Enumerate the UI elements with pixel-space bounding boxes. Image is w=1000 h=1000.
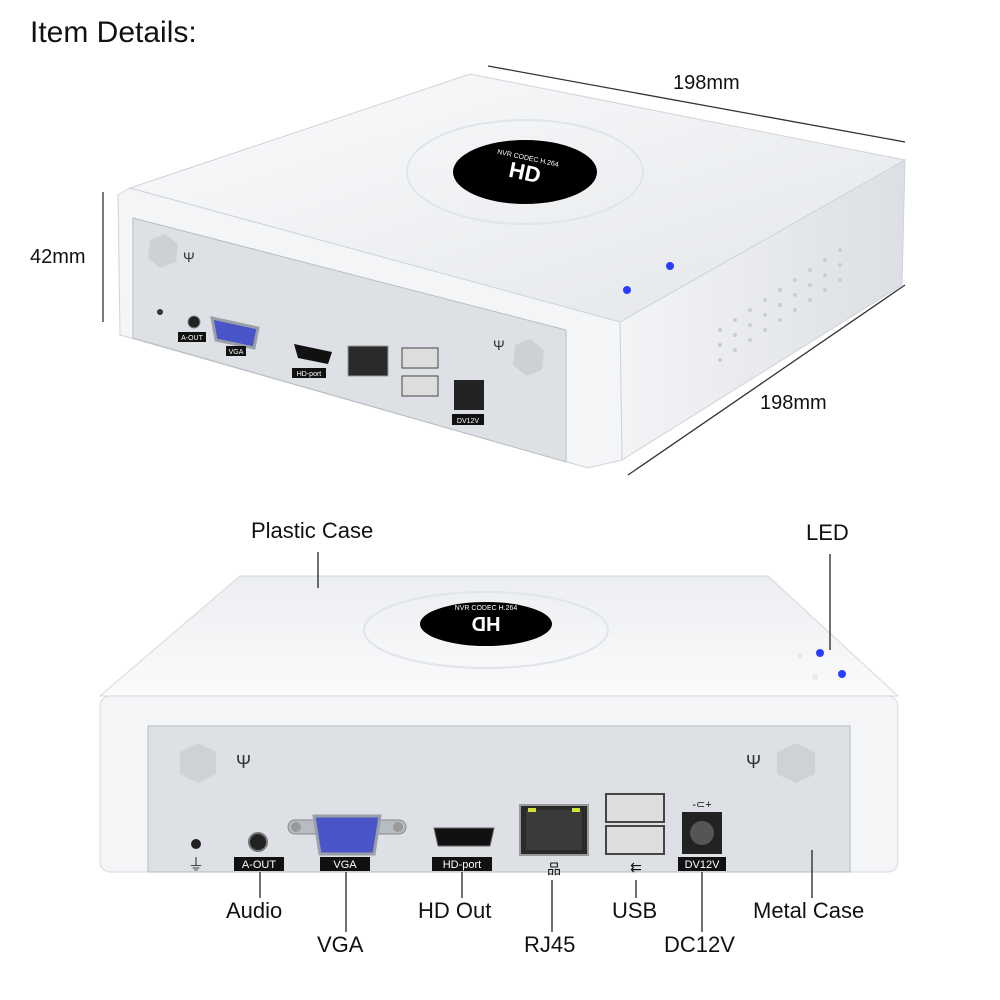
top-dc-label: DV12V bbox=[457, 418, 480, 425]
top-vga-label: VGA bbox=[229, 349, 244, 356]
bottom-device-logo bbox=[420, 602, 552, 646]
bottom-usb-port-1 bbox=[605, 793, 665, 823]
callout-hd-out: HD Out bbox=[418, 898, 492, 923]
callout-usb: USB bbox=[612, 898, 658, 923]
bottom-led-2 bbox=[838, 670, 846, 678]
callout-lines bbox=[259, 552, 831, 932]
usb-icon: ⇇ bbox=[630, 859, 642, 875]
antenna-icon: Ψ bbox=[746, 752, 761, 772]
bottom-device-illustration: HD NVR CODEC H.264 Ψ Ψ ⏚ A-OUT VGA HD-po… bbox=[98, 552, 900, 932]
bottom-vga-label: VGA bbox=[333, 859, 357, 871]
bottom-usb-port-2 bbox=[605, 825, 665, 855]
callout-dc12v: DC12V bbox=[664, 932, 735, 957]
bottom-led-1 bbox=[816, 649, 824, 657]
top-usb-port-1 bbox=[401, 347, 439, 369]
dc-polarity-icon: -⊂+ bbox=[692, 799, 711, 811]
top-vga-port bbox=[210, 316, 260, 350]
bottom-mount-hex-right bbox=[777, 743, 815, 783]
top-mount-hex-right bbox=[513, 339, 544, 376]
top-usb-port-2 bbox=[401, 375, 439, 397]
bottom-aout-jack bbox=[248, 832, 268, 852]
width-dimension-line bbox=[487, 65, 906, 143]
callout-rj45: RJ45 bbox=[524, 932, 576, 957]
bottom-dc-label: DV12V bbox=[685, 859, 721, 871]
bottom-logo-ring-text: NVR CODEC H.264 bbox=[455, 605, 518, 612]
page-title: Item Details: bbox=[30, 16, 197, 49]
bottom-hdmi-port bbox=[433, 827, 495, 847]
bottom-vga-port bbox=[312, 814, 382, 856]
top-rj45-port bbox=[347, 345, 389, 377]
top-led-1 bbox=[666, 262, 674, 270]
ground-icon: ⏚ bbox=[188, 856, 204, 874]
bottom-ground-screw bbox=[191, 839, 201, 849]
callout-metal-case: Metal Case bbox=[753, 898, 865, 923]
top-aout-label: A-OUT bbox=[181, 335, 204, 342]
bottom-aout-label: A-OUT bbox=[242, 859, 277, 871]
top-device-illustration: HD NVR CODEC H.264 Ψ Ψ A-OUT VGA HD-port… bbox=[102, 65, 907, 476]
top-ground-screw bbox=[157, 309, 163, 315]
callout-led: LED bbox=[806, 520, 849, 545]
bottom-mount-hex-left bbox=[180, 743, 216, 783]
top-led-2 bbox=[623, 286, 631, 294]
network-icon: 品 bbox=[547, 861, 561, 877]
antenna-icon: Ψ bbox=[493, 337, 505, 353]
bottom-hd-label: HD-port bbox=[443, 859, 482, 871]
antenna-icon: Ψ bbox=[236, 752, 251, 772]
depth-dimension-line bbox=[627, 284, 906, 476]
top-device-vents bbox=[718, 248, 842, 362]
callout-plastic-case: Plastic Case bbox=[251, 518, 374, 543]
top-hd-label: HD-port bbox=[297, 371, 322, 378]
callout-audio: Audio bbox=[226, 898, 283, 923]
top-mount-hex-left bbox=[148, 234, 178, 268]
width-dimension-label: 198mm bbox=[673, 72, 740, 94]
top-dc-jack bbox=[454, 380, 484, 410]
antenna-icon: Ψ bbox=[183, 249, 195, 265]
depth-dimension-label: 198mm bbox=[760, 392, 827, 414]
bottom-logo-text: HD bbox=[472, 612, 501, 634]
height-dimension-label: 42mm bbox=[30, 246, 86, 268]
top-aout-jack bbox=[187, 315, 201, 329]
top-hdmi-port bbox=[294, 344, 332, 364]
top-device-logo bbox=[453, 140, 597, 204]
callout-vga: VGA bbox=[317, 932, 364, 957]
